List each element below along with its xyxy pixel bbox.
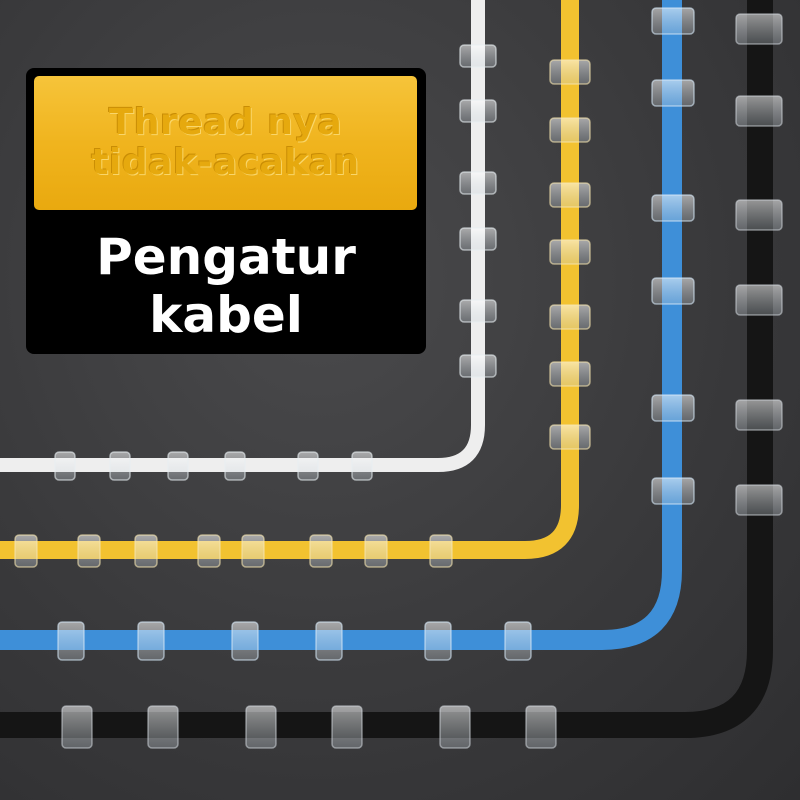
cable-clips-white	[54, 44, 497, 481]
cable-clips-black	[61, 13, 783, 749]
cable-clips-blue	[57, 7, 695, 661]
promo-title-line1: Pengatur	[96, 228, 356, 286]
promo-heading: Pengatur kabel	[26, 228, 426, 344]
promo-tagline-line2: tidak-acakan	[91, 142, 360, 183]
blue-cable	[0, 0, 682, 650]
promo-card: Thread nya tidak-acakan Pengatur kabel	[26, 68, 426, 354]
yellow-cable	[0, 0, 579, 559]
promo-tagline-line1: Thread nya	[108, 102, 343, 143]
promo-title-line2: kabel	[149, 286, 303, 344]
cable-clips-yellow	[14, 59, 591, 568]
white-cable	[0, 0, 485, 472]
black-cable	[0, 0, 773, 738]
promo-banner: Thread nya tidak-acakan	[34, 76, 417, 210]
